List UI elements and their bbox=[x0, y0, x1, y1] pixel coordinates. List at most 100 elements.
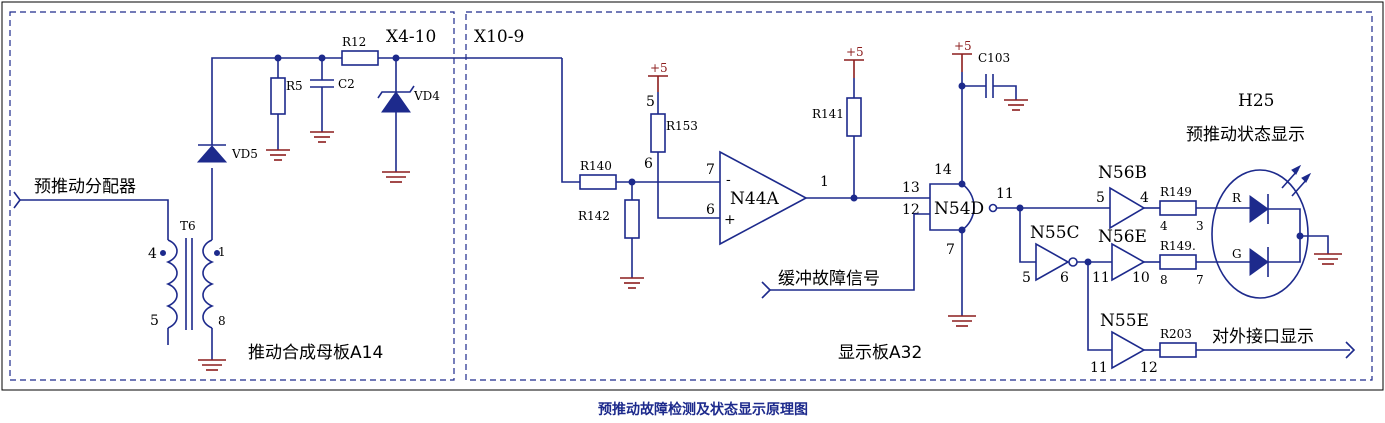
r149-label: R149 bbox=[1160, 185, 1192, 199]
t6-pin-5: 5 bbox=[150, 313, 159, 329]
r153-pin-6: 6 bbox=[644, 156, 653, 172]
n44a-label: N44A bbox=[730, 189, 780, 209]
n54d-label: N54D bbox=[934, 199, 984, 219]
external-display-arrow bbox=[1345, 341, 1356, 359]
diode-vd5 bbox=[196, 144, 228, 163]
ground-r5 bbox=[266, 149, 290, 161]
led-h25-green bbox=[1249, 247, 1269, 277]
board-frame-a14 bbox=[9, 11, 455, 381]
t6-pin-8: 8 bbox=[218, 314, 226, 328]
transformer-t6 bbox=[160, 238, 220, 345]
n56b-pin-4: 4 bbox=[1140, 190, 1149, 206]
n44a-plus: + bbox=[724, 212, 736, 228]
n55c-label: N55C bbox=[1030, 223, 1080, 243]
resistor-r149 bbox=[1159, 200, 1197, 216]
supply-label-n54d: +5 bbox=[954, 39, 972, 53]
figure-caption: 预推动故障检测及状态显示原理图 bbox=[598, 401, 808, 418]
n56b-pin-5: 5 bbox=[1096, 190, 1105, 206]
vd4-label: VD4 bbox=[413, 89, 440, 103]
led-red-label: R bbox=[1232, 191, 1242, 205]
connector-x4-10: X4-10 bbox=[386, 27, 436, 47]
led-h25-enclosure bbox=[1211, 169, 1309, 299]
n54d-pin-7: 7 bbox=[946, 242, 955, 258]
n56e-label: N56E bbox=[1098, 227, 1147, 247]
n55e-pin-11: 11 bbox=[1090, 360, 1108, 376]
t6-pin-4: 4 bbox=[148, 246, 157, 262]
supply-n54d bbox=[952, 53, 972, 72]
n55e-label: N55E bbox=[1100, 311, 1149, 331]
r149-dot-label: R149. bbox=[1160, 239, 1196, 253]
r149-pin-3: 3 bbox=[1196, 219, 1204, 233]
ground-c103 bbox=[1004, 99, 1028, 111]
buffer-n56e bbox=[1111, 242, 1146, 282]
led-green-label: G bbox=[1232, 247, 1242, 261]
resistor-r140 bbox=[579, 174, 617, 190]
n54d-pin-13: 13 bbox=[902, 180, 920, 196]
ground-h25 bbox=[1314, 253, 1342, 265]
r140-label: R140 bbox=[580, 159, 612, 173]
buffer-fault-arrow bbox=[761, 281, 771, 299]
n56e-pin-10: 10 bbox=[1132, 270, 1150, 286]
resistor-r5 bbox=[270, 77, 286, 115]
n55c-pin-6: 6 bbox=[1060, 270, 1069, 286]
resistor-r153 bbox=[650, 113, 666, 153]
buffer-fault-label: 缓冲故障信号 bbox=[778, 269, 880, 289]
r203-label: R203 bbox=[1160, 327, 1192, 341]
supply-label-r153: +5 bbox=[650, 61, 668, 75]
n56b-label: N56B bbox=[1098, 163, 1147, 183]
opamp-n44a bbox=[719, 150, 808, 246]
n54d-pin-14: 14 bbox=[934, 162, 952, 178]
resistor-r142 bbox=[624, 199, 640, 239]
resistor-r12 bbox=[341, 50, 379, 66]
r12-label: R12 bbox=[342, 35, 366, 49]
resistor-r141 bbox=[846, 97, 862, 137]
external-display-label: 对外接口显示 bbox=[1212, 327, 1314, 347]
supply-label-r141: +5 bbox=[846, 45, 864, 59]
n44a-pin-7: 7 bbox=[706, 162, 715, 178]
board-frame-a32 bbox=[465, 11, 1373, 381]
r142-label: R142 bbox=[578, 209, 610, 223]
outer-frame bbox=[1, 1, 1384, 391]
resistor-r203 bbox=[1159, 342, 1197, 358]
ground-c2 bbox=[310, 131, 334, 143]
n55c-pin-5: 5 bbox=[1022, 270, 1031, 286]
c103-label: C103 bbox=[978, 51, 1010, 65]
n44a-pin-1: 1 bbox=[820, 174, 829, 190]
t6-pin-1: 1 bbox=[218, 245, 226, 259]
n44a-pin-6: 6 bbox=[706, 202, 715, 218]
inverter-n55c bbox=[1035, 242, 1070, 282]
h25-label: H25 bbox=[1238, 91, 1274, 111]
r5-label: R5 bbox=[286, 79, 303, 93]
supply-r141 bbox=[844, 59, 864, 78]
h25-title: 预推动状态显示 bbox=[1186, 125, 1305, 145]
input-signal-label: 预推动分配器 bbox=[34, 177, 136, 197]
vd5-label: VD5 bbox=[231, 147, 258, 161]
ground-t6 bbox=[198, 359, 226, 371]
connector-x10-9: X10-9 bbox=[474, 27, 524, 47]
r149-dot-pin-7: 7 bbox=[1196, 273, 1204, 287]
input-arrow bbox=[13, 191, 21, 209]
buffer-n56b bbox=[1109, 186, 1146, 230]
r153-label: R153 bbox=[666, 119, 698, 133]
ground-n54d bbox=[948, 315, 976, 327]
n54d-pin-11: 11 bbox=[996, 186, 1014, 202]
ground-r142 bbox=[620, 277, 644, 289]
r141-label: R141 bbox=[812, 107, 844, 121]
r153-pin-5: 5 bbox=[646, 94, 655, 110]
r149-dot-pin-8: 8 bbox=[1160, 273, 1168, 287]
n56e-pin-11: 11 bbox=[1092, 270, 1110, 286]
ground-vd4 bbox=[382, 171, 410, 183]
c2-label: C2 bbox=[338, 77, 355, 91]
n55e-pin-12: 12 bbox=[1140, 360, 1158, 376]
light-rays-icon bbox=[1281, 164, 1312, 197]
supply-r153 bbox=[648, 75, 668, 92]
n54d-pin-12: 12 bbox=[902, 202, 920, 218]
led-h25-red bbox=[1249, 194, 1269, 224]
t6-label: T6 bbox=[180, 219, 196, 233]
resistor-r149-dot bbox=[1159, 254, 1197, 270]
r149-pin-4: 4 bbox=[1160, 219, 1168, 233]
n44a-minus: - bbox=[726, 172, 731, 188]
board-label-a32: 显示板A32 bbox=[838, 343, 922, 363]
buffer-n55e bbox=[1111, 330, 1146, 370]
